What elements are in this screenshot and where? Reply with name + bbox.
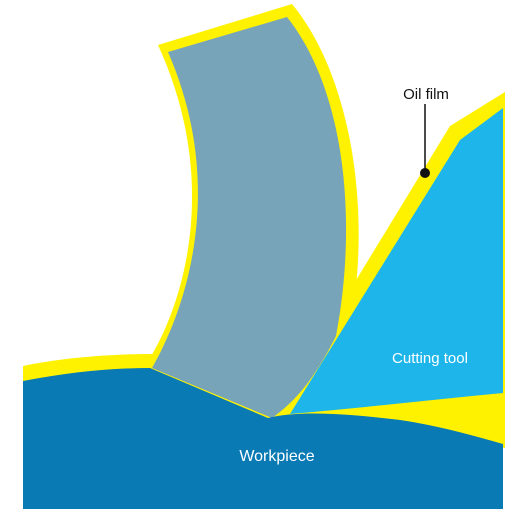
oil-film-label: Oil film xyxy=(403,86,449,103)
workpiece xyxy=(23,368,503,509)
workpiece-label: Workpiece xyxy=(239,448,314,465)
cutting-tool-label: Cutting tool xyxy=(392,350,468,367)
oil-film-leader-dot xyxy=(420,168,430,178)
cutting-tool xyxy=(290,108,503,414)
chip xyxy=(152,17,347,418)
